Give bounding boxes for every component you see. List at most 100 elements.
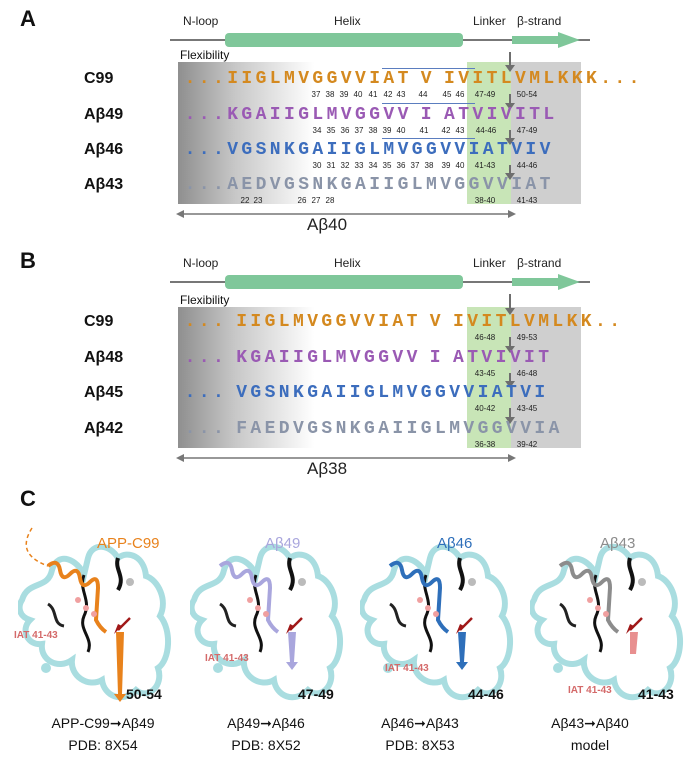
cleavage-arrow-icon — [505, 373, 515, 388]
residue: I — [335, 383, 347, 403]
ellipsis-dot: . — [198, 312, 210, 332]
caption-transition: Aβ43➞Aβ40 — [551, 712, 629, 735]
residue: T — [505, 383, 517, 403]
residue: G — [340, 175, 352, 195]
residue: M — [383, 140, 395, 160]
residue: A — [227, 175, 238, 195]
residue-number: 35 — [382, 161, 392, 170]
structure-title: Aβ46 — [437, 535, 473, 552]
residue-number: 46 — [455, 90, 465, 99]
ellipsis-dot: . — [212, 105, 224, 125]
residue: I — [406, 419, 418, 439]
residue: L — [552, 312, 564, 332]
residue: M — [425, 175, 437, 195]
residue: G — [307, 419, 318, 439]
residue: G — [250, 348, 262, 368]
residue: L — [543, 105, 555, 125]
row-label: Aβ48 — [84, 349, 124, 366]
ellipsis-dot: . — [212, 175, 224, 195]
linker-highlight — [467, 307, 511, 448]
residue: G — [491, 419, 503, 439]
residue: G — [363, 348, 375, 368]
ellipsis-dot: . — [212, 312, 224, 332]
cleavage-residues: 44-46 — [468, 686, 504, 702]
residue: I — [392, 419, 404, 439]
span-label: Aβ38 — [307, 459, 348, 478]
iat-label: IAT 41-43 — [385, 663, 429, 674]
ellipsis-dot: . — [184, 383, 196, 403]
residue: A — [378, 419, 389, 439]
residue: M — [392, 383, 404, 403]
residue: G — [454, 175, 466, 195]
row-label: Aβ45 — [84, 384, 124, 401]
residue: V — [406, 348, 418, 368]
residue: I — [486, 105, 498, 125]
residue: K — [585, 69, 597, 89]
residue: V — [227, 140, 238, 160]
residue: T — [495, 312, 507, 332]
residue-number: 44 — [418, 90, 428, 99]
residue: V — [397, 140, 409, 160]
residue-number: 32 — [340, 161, 350, 170]
residue-number: 28 — [325, 196, 335, 205]
residue-number: 37 — [410, 161, 420, 170]
row-label: Aβ42 — [84, 420, 124, 437]
residue: M — [449, 419, 460, 439]
residue: G — [241, 140, 253, 160]
residue: G — [369, 105, 380, 125]
residue: V — [406, 383, 418, 403]
ellipsis-dot: . — [184, 312, 196, 332]
residue: A — [525, 175, 537, 195]
residue: I — [534, 419, 546, 439]
residue: I — [472, 69, 484, 89]
residue-number: 40 — [396, 126, 406, 135]
residue: G — [434, 383, 446, 403]
residue: G — [283, 175, 295, 195]
residue: K — [283, 140, 295, 160]
residue-number: 41 — [419, 126, 429, 135]
residue: L — [509, 312, 521, 332]
residue: G — [420, 419, 432, 439]
residue-number: 39 — [382, 126, 392, 135]
span-label: Aβ40 — [307, 215, 348, 234]
residue: T — [486, 69, 498, 89]
residue: M — [335, 348, 347, 368]
residue: V — [481, 348, 493, 368]
residue: V — [292, 419, 304, 439]
residue: G — [354, 140, 366, 160]
residue: G — [477, 419, 489, 439]
ellipsis-dot: . — [184, 175, 196, 195]
residue-number: 38-40 — [474, 196, 496, 205]
residue: M — [538, 312, 549, 332]
residue: K — [557, 69, 569, 89]
residue-number: 23 — [253, 196, 263, 205]
residue: L — [278, 312, 290, 332]
arrow-right-icon: ➞ — [260, 715, 272, 731]
residue-number: 46-48 — [516, 369, 538, 378]
residue: I — [250, 312, 262, 332]
topology-helix-label: Helix — [334, 14, 361, 28]
ellipsis-dot: . — [212, 419, 224, 439]
ellipsis-dot: . — [594, 312, 606, 332]
residue: K — [571, 69, 583, 89]
residue: V — [392, 348, 404, 368]
cleavage-residues: 41-43 — [638, 686, 674, 702]
structure-title: APP-C99 — [97, 535, 160, 552]
residue: I — [477, 383, 489, 403]
residue: A — [392, 312, 404, 332]
helix-cylinder — [225, 275, 463, 289]
residue-number: 46-48 — [474, 333, 496, 342]
residue-number: 40 — [455, 161, 465, 170]
residue: A — [383, 69, 395, 89]
cleavage-arrow-icon — [505, 337, 515, 353]
panel-letter: B — [20, 248, 36, 273]
residue: V — [496, 175, 508, 195]
iat-label: IAT 41-43 — [568, 685, 612, 696]
residue: G — [468, 175, 480, 195]
residue: S — [298, 175, 309, 195]
residue: V — [349, 348, 361, 368]
topology-linker-label: Linker — [473, 14, 506, 28]
ellipsis-dot: . — [212, 348, 224, 368]
helix-marker-line — [382, 138, 475, 139]
residue: L — [369, 140, 380, 160]
